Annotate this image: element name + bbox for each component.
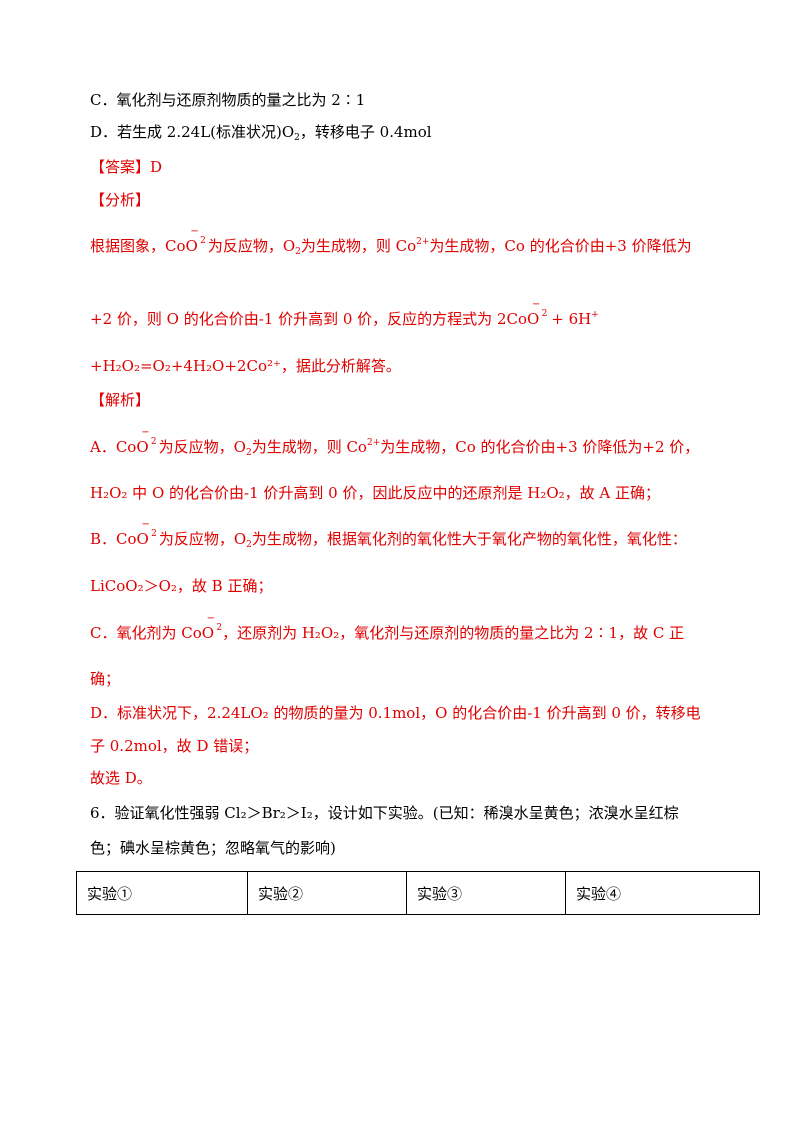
explain-a-line-2: H₂O₂ 中 O 的化合价由-1 价升高到 0 价，因此反应中的还原剂是 H₂O…	[90, 484, 661, 502]
question-6-line-1: 6．验证氧化性强弱 Cl₂＞Br₂＞I₂，设计如下实验。(已知：稀溴水呈黄色；浓…	[90, 804, 679, 822]
explain-label: 【解析】	[90, 391, 151, 409]
explain-c-line-2: 确；	[90, 670, 121, 688]
question-6-line-2: 色；碘水呈棕黄色；忽略氧气的影响)	[90, 839, 336, 857]
answer-label: 【答案】D	[90, 158, 163, 176]
explain-c-line-1: C．氧化剂为 CoO−2，还原剂为 H₂O₂，氧化剂与还原剂的物质的量之比为 2…	[90, 613, 685, 642]
analysis-line-2: +2 价，则 O 的化合价由-1 价升高到 0 价，反应的方程式为 2CoO−2…	[90, 299, 599, 328]
table-row: 实验① 实验② 实验③ 实验④	[76, 871, 760, 915]
table-header-exp1: 实验①	[76, 871, 248, 915]
explain-d-line-2: 子 0.2mol，故 D 错误；	[90, 737, 259, 755]
explain-d-line-1: D．标准状况下，2.24LO₂ 的物质的量为 0.1mol，O 的化合价由-1 …	[90, 704, 701, 722]
option-c: C．氧化剂与还原剂物质的量之比为 2∶1	[90, 91, 366, 109]
table-header-exp4: 实验④	[565, 871, 760, 915]
analysis-label: 【分析】	[90, 191, 151, 209]
table-header-exp3: 实验③	[406, 871, 566, 915]
table-header-exp2: 实验②	[247, 871, 407, 915]
experiment-table: 实验① 实验② 实验③ 实验④	[76, 871, 760, 915]
explain-conclusion: 故选 D。	[90, 769, 152, 787]
analysis-line-3: +H₂O₂=O₂+4H₂O+2Co²⁺，据此分析解答。	[90, 357, 401, 375]
option-d: D．若生成 2.24L(标准状况)O2，转移电子 0.4mol	[90, 123, 432, 143]
explain-b-line-2: LiCoO₂＞O₂，故 B 正确；	[90, 577, 273, 595]
